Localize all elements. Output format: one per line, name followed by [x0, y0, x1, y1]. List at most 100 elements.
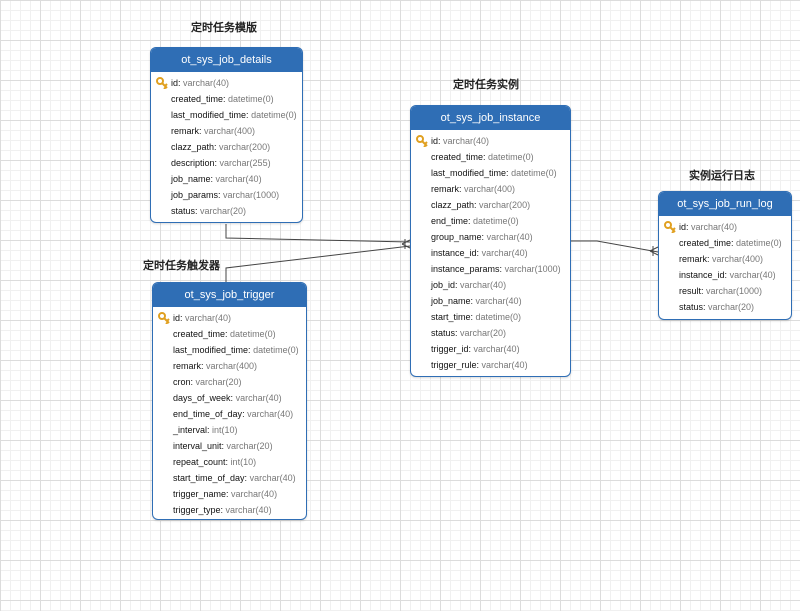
- field-row[interactable]: created_time: datetime(0): [153, 326, 306, 342]
- field-row[interactable]: last_modified_time: datetime(0): [153, 342, 306, 358]
- table-ot-sys-job-details[interactable]: ot_sys_job_details id: varchar(40)create…: [150, 47, 303, 223]
- field-row[interactable]: _interval: int(10): [153, 422, 306, 438]
- field-row[interactable]: trigger_type: varchar(40): [153, 502, 306, 518]
- field-type: varchar(20): [708, 302, 755, 312]
- field-type: varchar(40): [249, 473, 296, 483]
- field-name: _interval: [173, 425, 208, 435]
- primary-key-row[interactable]: id: varchar(40): [411, 133, 570, 149]
- field-separator: :: [207, 425, 213, 435]
- field-name: id: [431, 136, 439, 146]
- field-name: job_id: [431, 280, 456, 290]
- crow-foot-instance-left: [401, 239, 411, 249]
- table-ot-sys-job-trigger[interactable]: ot_sys_job_trigger id: varchar(40)create…: [152, 282, 307, 520]
- field-name: status: [171, 206, 196, 216]
- field-row[interactable]: status: varchar(20): [411, 325, 570, 341]
- field-type: varchar(400): [206, 361, 258, 371]
- field-name: remark: [679, 254, 708, 264]
- field-row[interactable]: result: varchar(1000): [659, 283, 791, 299]
- field-row[interactable]: trigger_name: varchar(40): [153, 486, 306, 502]
- field-separator: :: [225, 457, 231, 467]
- field-row[interactable]: last_modified_time: datetime(0): [411, 165, 570, 181]
- field-row[interactable]: remark: varchar(400): [151, 123, 302, 139]
- field-name: clazz_path: [171, 142, 215, 152]
- field-row[interactable]: remark: varchar(400): [153, 358, 306, 374]
- field-row[interactable]: status: varchar(20): [151, 203, 302, 219]
- field-type: varchar(400): [712, 254, 764, 264]
- field-row[interactable]: clazz_path: varchar(200): [411, 197, 570, 213]
- field-row[interactable]: end_time: datetime(0): [411, 213, 570, 229]
- field-separator: :: [180, 313, 186, 323]
- field-type: varchar(40): [481, 248, 528, 258]
- field-row[interactable]: created_time: datetime(0): [659, 235, 791, 251]
- field-row[interactable]: trigger_id: varchar(40): [411, 341, 570, 357]
- field-name: created_time: [431, 152, 484, 162]
- field-type: varchar(40): [691, 222, 738, 232]
- field-row[interactable]: days_of_week: varchar(40): [153, 390, 306, 406]
- primary-key-row[interactable]: id: varchar(40): [659, 219, 791, 235]
- relation-details-instance[interactable]: [225, 224, 411, 243]
- field-row[interactable]: job_name: varchar(40): [411, 293, 570, 309]
- field-row[interactable]: remark: varchar(400): [659, 251, 791, 267]
- field-separator: :: [470, 296, 476, 306]
- field-row[interactable]: created_time: datetime(0): [151, 91, 302, 107]
- field-name: interval_unit: [173, 441, 222, 451]
- field-name: trigger_type: [173, 505, 221, 515]
- field-name: end_time: [431, 216, 469, 226]
- key-icon: [416, 135, 428, 147]
- field-type: varchar(40): [443, 136, 490, 146]
- field-separator: :: [225, 329, 231, 339]
- field-row[interactable]: end_time_of_day: varchar(40): [153, 406, 306, 422]
- field-separator: :: [476, 360, 482, 370]
- field-name: trigger_id: [431, 344, 469, 354]
- field-row[interactable]: description: varchar(255): [151, 155, 302, 171]
- field-separator: :: [230, 393, 236, 403]
- field-row[interactable]: job_params: varchar(1000): [151, 187, 302, 203]
- field-separator: :: [438, 136, 444, 146]
- field-row[interactable]: start_time_of_day: varchar(40): [153, 470, 306, 486]
- field-row[interactable]: group_name: varchar(40): [411, 229, 570, 245]
- field-row[interactable]: instance_params: varchar(1000): [411, 261, 570, 277]
- key-icon: [664, 221, 676, 233]
- field-row[interactable]: instance_id: varchar(40): [659, 267, 791, 283]
- field-row[interactable]: trigger_rule: varchar(40): [411, 357, 570, 373]
- field-type: varchar(40): [729, 270, 776, 280]
- field-type: varchar(40): [481, 360, 528, 370]
- table-ot-sys-job-instance[interactable]: ot_sys_job_instance id: varchar(40)creat…: [410, 105, 571, 377]
- table-ot-sys-job-run-log[interactable]: ot_sys_job_run_log id: varchar(40)create…: [658, 191, 792, 320]
- table-header[interactable]: ot_sys_job_details: [151, 48, 302, 72]
- field-name: remark: [431, 184, 460, 194]
- field-row[interactable]: job_name: varchar(40): [151, 171, 302, 187]
- field-row[interactable]: created_time: datetime(0): [411, 149, 570, 165]
- field-name: repeat_count: [173, 457, 226, 467]
- field-type: varchar(40): [486, 232, 533, 242]
- table-header[interactable]: ot_sys_job_instance: [411, 106, 570, 130]
- crow-foot-runlog: [649, 246, 659, 256]
- field-type: varchar(20): [226, 441, 273, 451]
- primary-key-row[interactable]: id: varchar(40): [151, 75, 302, 91]
- relation-instance-runlog[interactable]: [570, 240, 659, 253]
- field-row[interactable]: status: varchar(20): [659, 299, 791, 315]
- field-separator: :: [218, 190, 224, 200]
- field-separator: :: [474, 200, 480, 210]
- field-row[interactable]: clazz_path: varchar(200): [151, 139, 302, 155]
- field-row[interactable]: cron: varchar(20): [153, 374, 306, 390]
- primary-key-row[interactable]: id: varchar(40): [153, 310, 306, 326]
- field-row[interactable]: job_id: varchar(40): [411, 277, 570, 293]
- caption-run-log: 实例运行日志: [689, 169, 755, 182]
- table-header[interactable]: ot_sys_job_trigger: [153, 283, 306, 307]
- field-name: clazz_path: [431, 200, 475, 210]
- field-type: varchar(40): [460, 280, 507, 290]
- field-row[interactable]: remark: varchar(400): [411, 181, 570, 197]
- field-name: job_params: [171, 190, 219, 200]
- field-separator: :: [686, 222, 692, 232]
- field-separator: :: [244, 473, 250, 483]
- field-row[interactable]: last_modified_time: datetime(0): [151, 107, 302, 123]
- relation-trigger-instance[interactable]: [225, 245, 411, 282]
- field-row[interactable]: start_time: datetime(0): [411, 309, 570, 325]
- field-row[interactable]: instance_id: varchar(40): [411, 245, 570, 261]
- table-header[interactable]: ot_sys_job_run_log: [659, 192, 791, 216]
- field-row[interactable]: repeat_count: int(10): [153, 454, 306, 470]
- field-type: varchar(255): [219, 158, 271, 168]
- field-list: id: varchar(40)created_time: datetime(0)…: [411, 130, 570, 373]
- field-row[interactable]: interval_unit: varchar(20): [153, 438, 306, 454]
